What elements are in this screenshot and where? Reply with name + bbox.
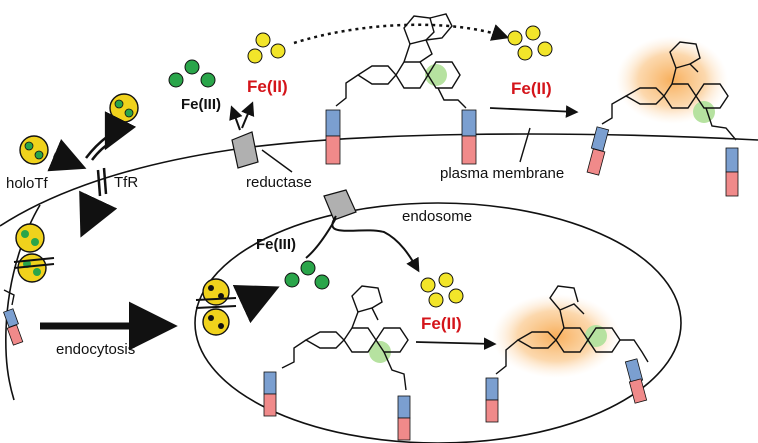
fe2-inner-label: Fe(II) [421, 314, 462, 333]
membrane-anchor-left [3, 289, 24, 346]
arrow-endocytosis-down [79, 190, 118, 238]
arrow-endosome-reaction [415, 337, 497, 351]
probe-open-top-right [586, 36, 739, 197]
holotf-label: holoTf [6, 175, 48, 192]
fe3-balls-top [168, 59, 216, 88]
arrow-top-reaction [489, 105, 579, 118]
arrow-holotf-to-tfr [47, 138, 87, 172]
tfr-receptor [85, 135, 113, 197]
reductase-enzyme-endosome [323, 189, 357, 221]
fe2-balls-right [507, 25, 553, 61]
reductase-pointer-line [261, 149, 293, 173]
reductase-label: reductase [246, 174, 312, 191]
arrow-endosome-fe3-to-fe2 [331, 215, 420, 273]
fe2-balls-endosome [420, 272, 464, 308]
plasma-membrane-label: plasma membrane [440, 165, 565, 182]
probe-open-endosome [485, 285, 649, 423]
fe2-top-label: Fe(II) [247, 77, 288, 96]
fe3-top-label: Fe(III) [181, 96, 221, 113]
holotf-ball-left [19, 135, 49, 165]
endosome-label: endosome [402, 208, 473, 225]
endocytosis-label: endocytosis [56, 341, 136, 358]
fe3-balls-endosome [284, 260, 330, 290]
holotf-ball-top [109, 93, 139, 123]
fe2-balls-top [247, 32, 286, 64]
arrow-endosome-release [305, 217, 337, 259]
reductase-enzyme-top [229, 101, 259, 169]
probe-closed-endosome [263, 285, 411, 441]
tf-receptor-complex-endosome [195, 278, 237, 336]
fe2-right-label: Fe(II) [511, 79, 552, 98]
dotted-arrow-fe2-transport [293, 23, 510, 45]
arrow-release-fe3 [232, 285, 280, 324]
fe3-inner-label: Fe(III) [256, 236, 296, 253]
tfr-label: TfR [114, 174, 139, 191]
probe-closed-top [325, 13, 477, 165]
endosome-membrane [194, 202, 682, 443]
tf-receptor-complex-left [13, 223, 55, 283]
arrow-top-ball-to-tfr [104, 111, 137, 151]
plasma-membrane-pointer [519, 127, 531, 163]
